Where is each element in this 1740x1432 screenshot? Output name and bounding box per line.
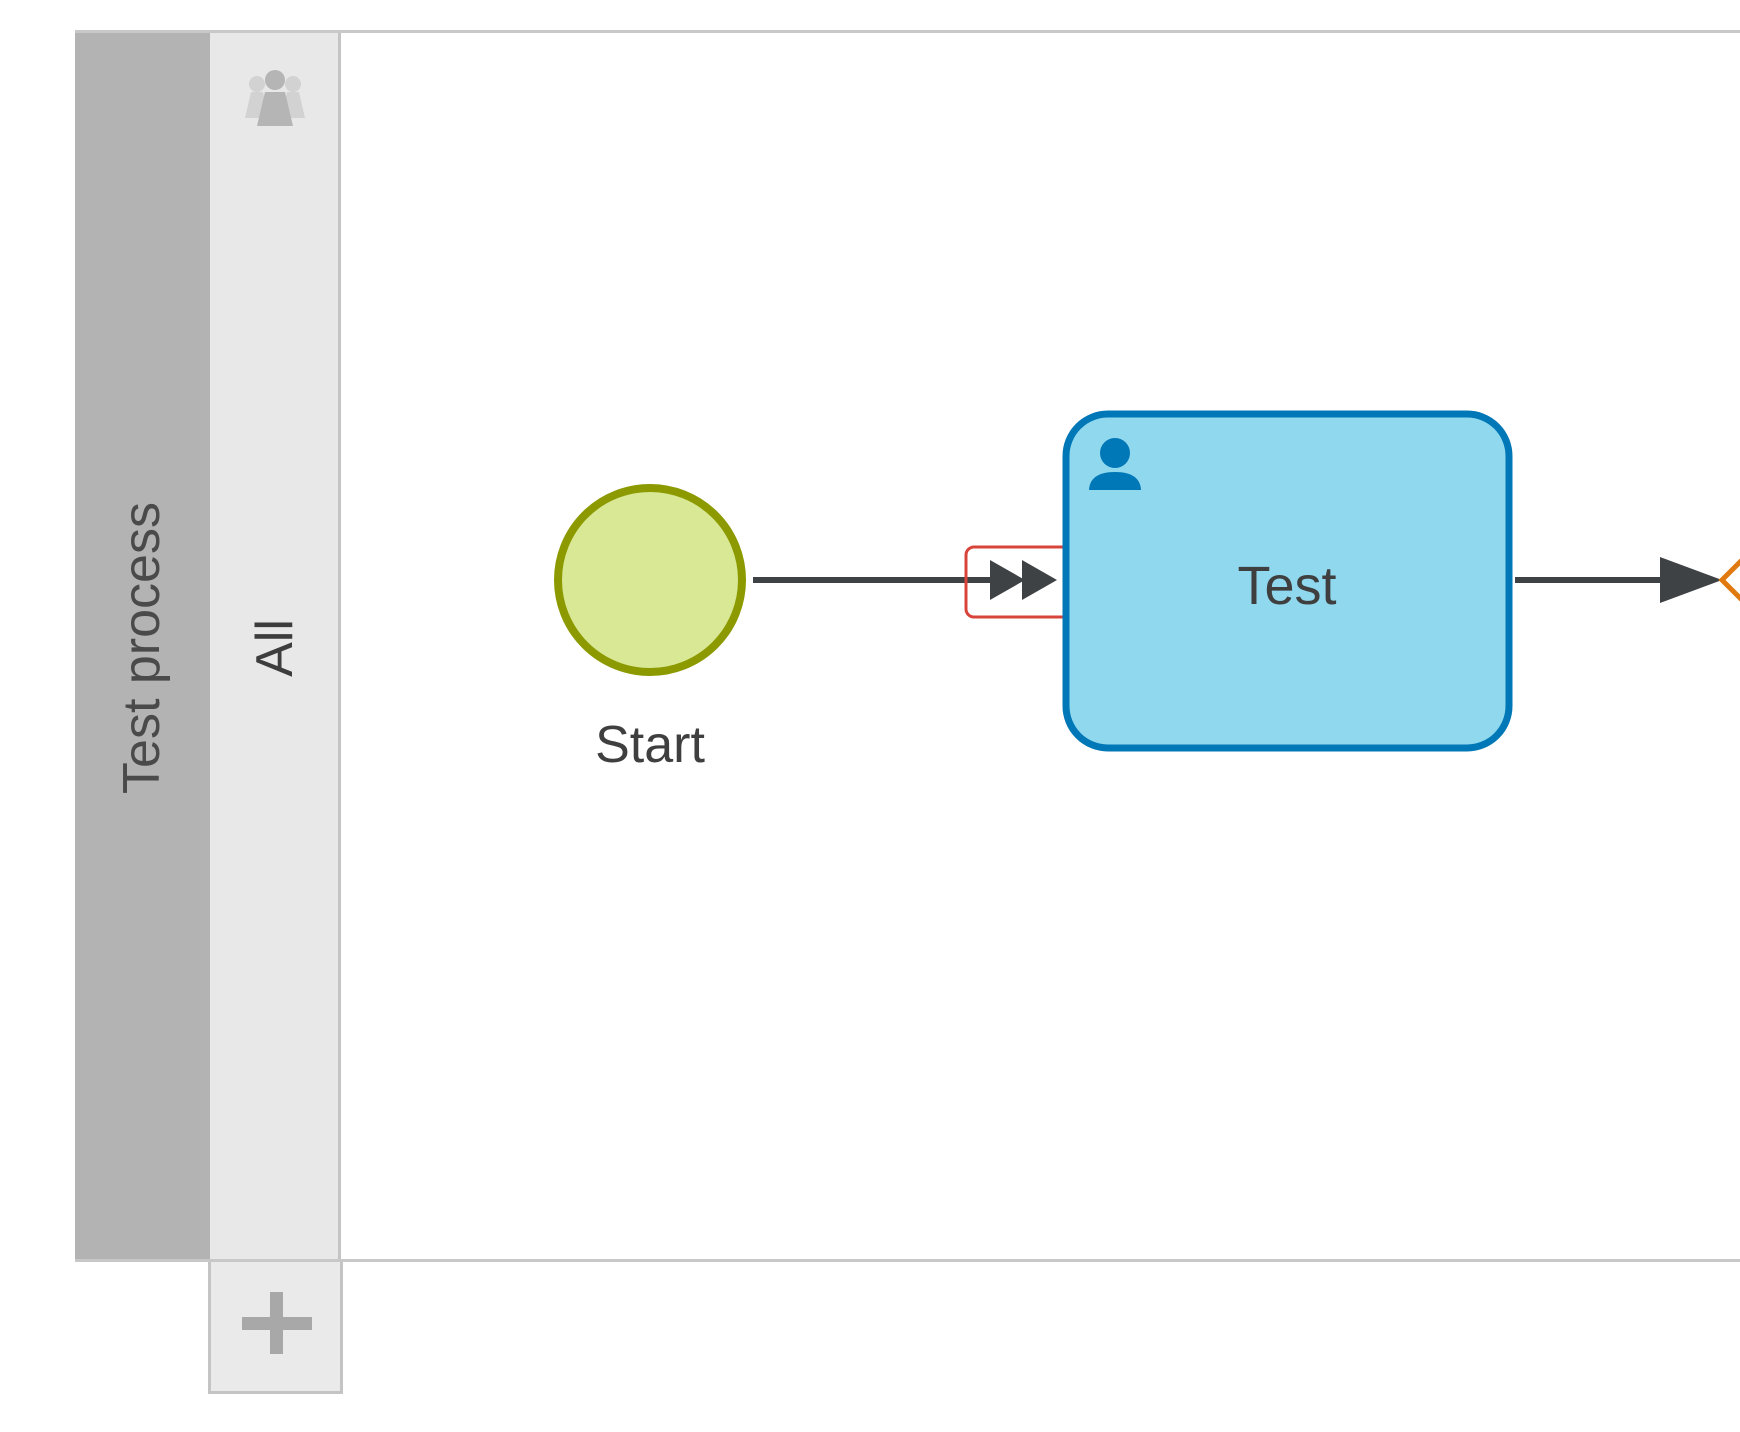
double-arrow-icon	[990, 560, 1057, 600]
lane-header[interactable]	[210, 32, 341, 1262]
start-event-label: Start	[595, 716, 705, 774]
pool-top-border	[75, 30, 1740, 33]
add-lane-button[interactable]	[208, 1262, 343, 1394]
arrow-head-icon	[1660, 557, 1722, 603]
pool-header[interactable]	[75, 32, 210, 1262]
pool-bottom-border	[75, 1259, 1740, 1262]
gateway[interactable]	[1718, 542, 1740, 618]
user-icon	[1089, 438, 1141, 490]
start-event[interactable]	[554, 484, 746, 676]
user-task[interactable]	[1062, 410, 1513, 752]
users-icon	[245, 70, 305, 126]
task-label: Test	[1237, 556, 1337, 616]
